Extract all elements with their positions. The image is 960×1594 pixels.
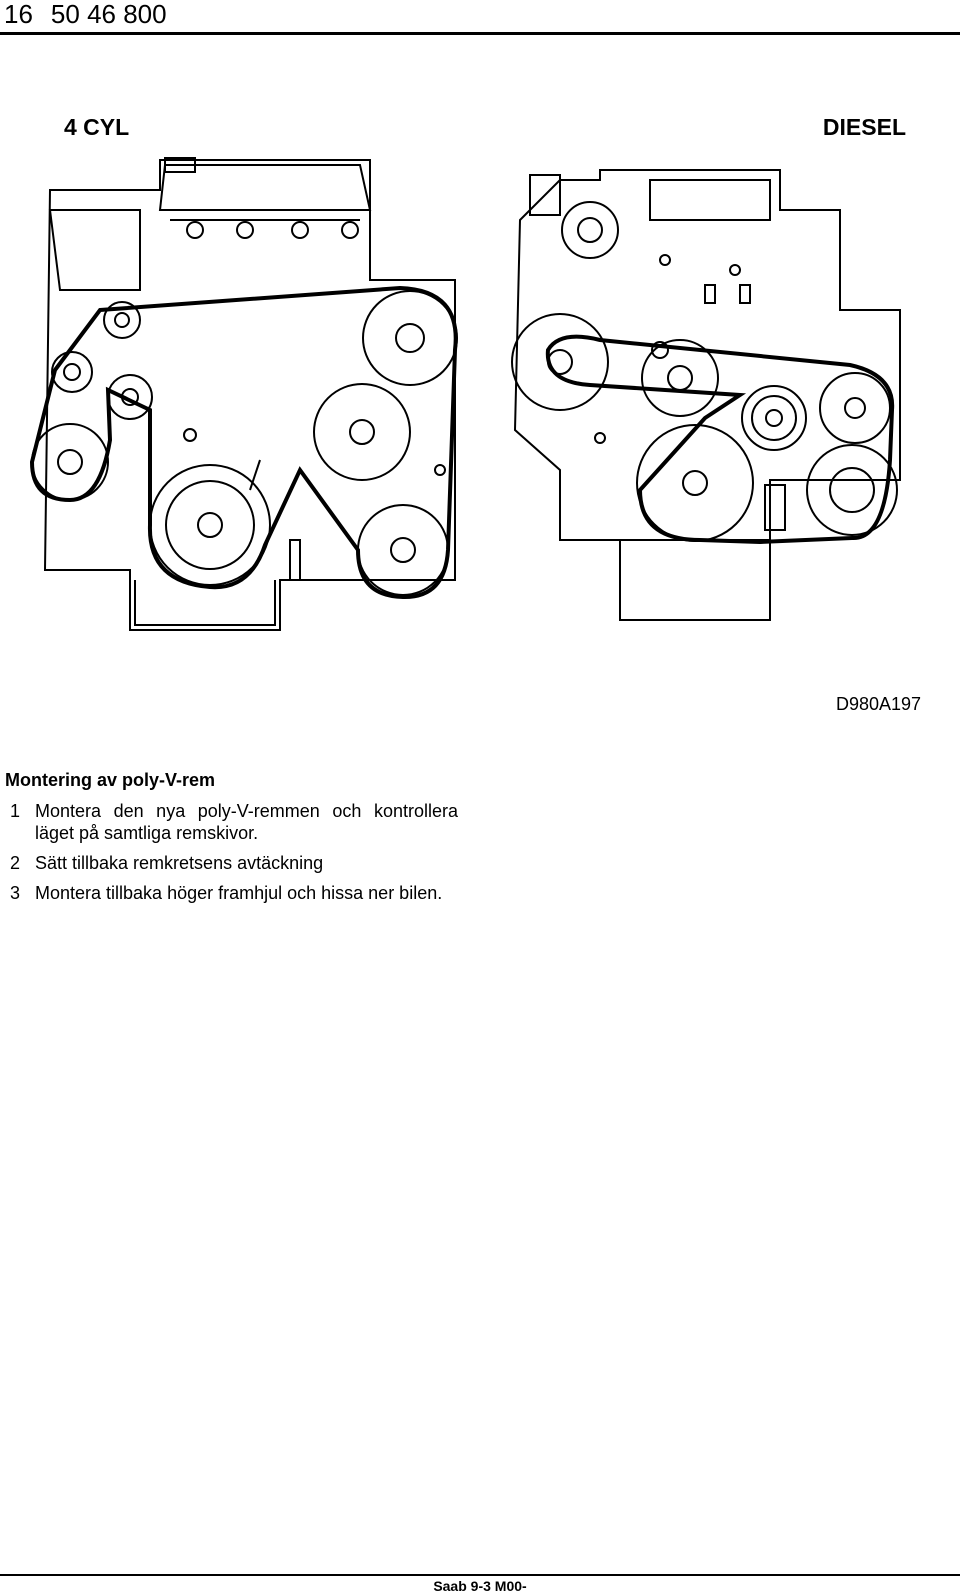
page-footer: Saab 9-3 M00- bbox=[433, 1578, 527, 1594]
page-header: 16 50 46 800 bbox=[4, 0, 167, 28]
figure-code: D980A197 bbox=[836, 694, 922, 714]
step-number: 1 bbox=[10, 801, 21, 821]
belt-routing-illustration bbox=[29, 157, 901, 631]
footer-rule bbox=[0, 1574, 960, 1576]
list-item: 3 Montera tillbaka höger framhjul och hi… bbox=[10, 882, 458, 904]
list-item: 2 Sätt tillbaka remkretsens avtäckning bbox=[10, 852, 458, 874]
engine-4cyl-pulleys bbox=[31, 290, 458, 596]
engine-4cyl-drawing bbox=[43, 157, 456, 631]
engine-diesel-pulleys bbox=[511, 313, 898, 542]
document-number: 50 46 800 bbox=[50, 0, 167, 29]
step-number: 3 bbox=[10, 883, 21, 903]
step-number: 2 bbox=[10, 853, 21, 873]
section-title: Montering av poly-V-rem bbox=[5, 770, 216, 790]
page-number: 16 bbox=[4, 0, 33, 29]
header-rule bbox=[0, 32, 960, 35]
engine-label-4cyl: 4 CYL bbox=[64, 114, 130, 140]
engine-label-diesel: DIESEL bbox=[822, 114, 906, 140]
step-text: Montera den nya poly-V-remmen och kontro… bbox=[35, 801, 458, 843]
list-item: 1 Montera den nya poly-V-remmen och kont… bbox=[10, 800, 458, 844]
step-text: Montera tillbaka höger framhjul och hiss… bbox=[35, 883, 443, 903]
step-text: Sätt tillbaka remkretsens avtäckning bbox=[35, 853, 324, 873]
step-list: 1 Montera den nya poly-V-remmen och kont… bbox=[10, 800, 458, 912]
engine-diesel-drawing bbox=[513, 169, 901, 621]
belt-4cyl bbox=[29, 285, 458, 600]
belt-diesel bbox=[545, 334, 895, 545]
